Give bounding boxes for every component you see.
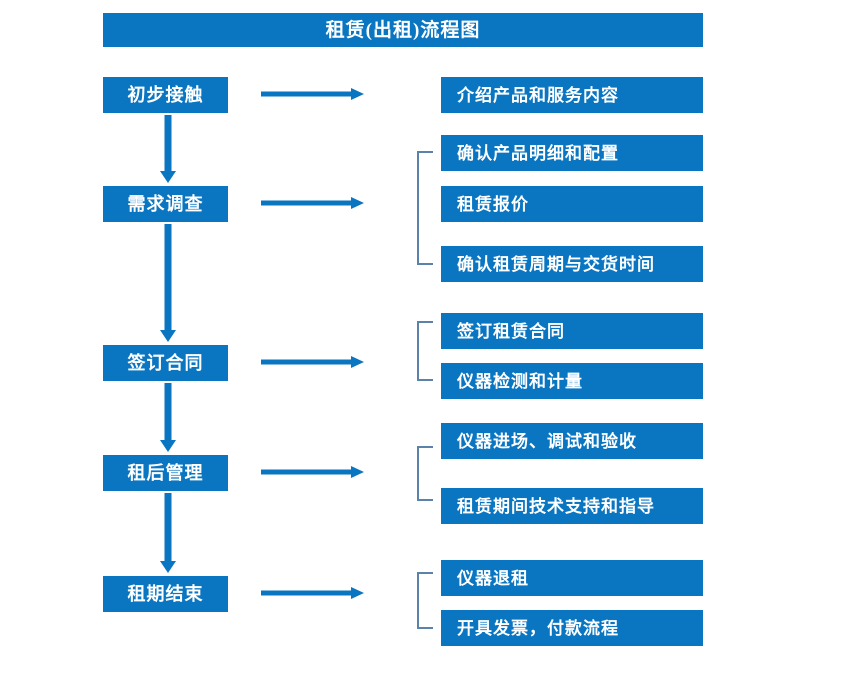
detail-box-2[interactable]: 确认产品明细和配置 xyxy=(441,135,703,171)
down-arrow-icon-3 xyxy=(158,383,178,454)
down-arrow-icon-4 xyxy=(158,493,178,575)
right-arrow-icon-2 xyxy=(261,196,365,210)
group-bracket-1 xyxy=(417,151,433,265)
down-arrow-icon-1 xyxy=(158,115,178,185)
right-arrow-icon-5 xyxy=(261,586,365,600)
stage-box-1[interactable]: 初步接触 xyxy=(103,77,228,113)
detail-box-3[interactable]: 租赁报价 xyxy=(441,186,703,222)
detail-box-5[interactable]: 签订租赁合同 xyxy=(441,313,703,349)
right-arrow-icon-3 xyxy=(261,355,365,369)
group-bracket-2 xyxy=(417,321,433,381)
detail-box-1[interactable]: 介绍产品和服务内容 xyxy=(441,77,703,113)
detail-box-4[interactable]: 确认租赁周期与交货时间 xyxy=(441,246,703,282)
down-arrow-icon-2 xyxy=(158,224,178,344)
stage-box-4[interactable]: 租后管理 xyxy=(103,455,228,491)
right-arrow-icon-4 xyxy=(261,465,365,479)
right-arrow-icon-1 xyxy=(261,87,365,101)
chart-title: 租赁(出租)流程图 xyxy=(103,13,703,47)
group-bracket-3 xyxy=(417,446,433,501)
group-bracket-4 xyxy=(417,572,433,629)
stage-box-3[interactable]: 签订合同 xyxy=(103,345,228,381)
detail-box-7[interactable]: 仪器进场、调试和验收 xyxy=(441,423,703,459)
detail-box-10[interactable]: 开具发票，付款流程 xyxy=(441,610,703,646)
detail-box-9[interactable]: 仪器退租 xyxy=(441,560,703,596)
stage-box-5[interactable]: 租期结束 xyxy=(103,576,228,612)
detail-box-8[interactable]: 租赁期间技术支持和指导 xyxy=(441,488,703,524)
detail-box-6[interactable]: 仪器检测和计量 xyxy=(441,363,703,399)
stage-box-2[interactable]: 需求调查 xyxy=(103,186,228,222)
